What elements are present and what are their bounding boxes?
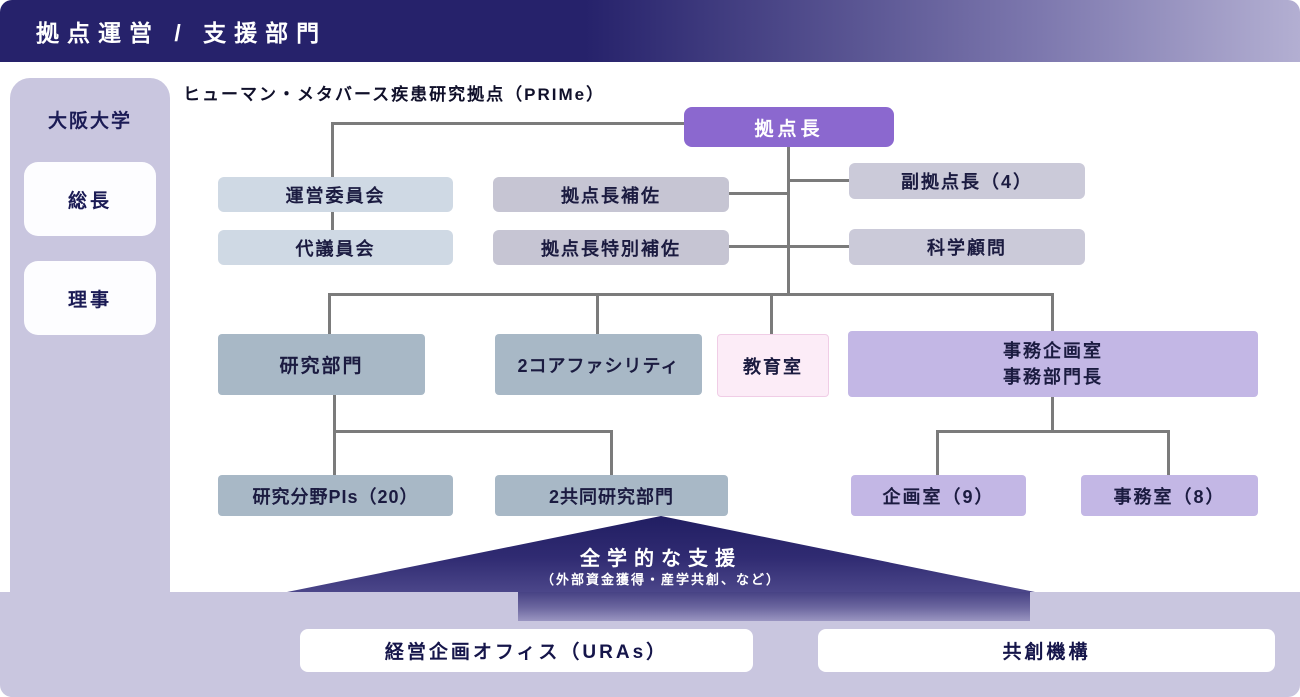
sidebar-item-label: 総長	[67, 190, 112, 212]
node-label: 科学顧問	[927, 238, 1007, 258]
connector-line	[333, 122, 684, 125]
chart-title: ヒューマン・メタバース疾患研究拠点（PRIMe）	[183, 85, 606, 104]
support-arrow-title: 全学的な支援	[580, 548, 742, 570]
node-label: 2共同研究部門	[548, 486, 674, 507]
bottom-item-ura-office: 経営企画オフィス（URAs）	[300, 629, 753, 672]
connector-line	[729, 192, 789, 195]
support-arrow: 全学的な支援 （外部資金獲得・産学共創、など）	[287, 516, 1035, 592]
connector-line	[1051, 397, 1054, 433]
node-label: 運営委員会	[285, 185, 386, 206]
connector-line	[1167, 430, 1170, 475]
page-title: 拠点運営 / 支援部門	[36, 20, 328, 46]
node-label: 代議員会	[295, 238, 376, 259]
node-vice-director: 副拠点長（4）	[849, 163, 1085, 199]
node-label-line1: 事務企画室	[1003, 340, 1103, 361]
node-label-line2: 事務部門長	[1003, 367, 1103, 387]
node-education-office: 教育室	[717, 334, 829, 397]
connector-line	[333, 430, 613, 433]
node-label: 2コアファシリティ	[517, 355, 680, 376]
node-joint-research: 2共同研究部門	[495, 475, 728, 516]
connector-line	[328, 293, 1054, 296]
node-research-division: 研究部門	[218, 334, 425, 395]
support-arrow-shaft	[518, 592, 1030, 621]
bottom-item-cocreation: 共創機構	[818, 629, 1275, 672]
node-steering-committee: 運営委員会	[218, 177, 453, 212]
connector-line	[936, 430, 939, 475]
node-research-pis: 研究分野PIs（20）	[218, 475, 453, 516]
node-core-facility: 2コアファシリティ	[495, 334, 702, 395]
connector-line	[729, 245, 849, 248]
connector-line	[333, 395, 336, 475]
node-label: 研究分野PIs（20）	[252, 486, 419, 507]
sidebar-item-trustee: 理事	[24, 261, 156, 335]
node-director: 拠点長	[684, 107, 894, 147]
bottom-item-label: 経営企画オフィス（URAs）	[384, 642, 669, 663]
connector-line	[610, 430, 613, 475]
sidebar-org-label: 大阪大学	[47, 111, 132, 132]
sidebar: 大阪大学 総長 理事	[10, 78, 170, 697]
node-admin-office: 事務室（8）	[1081, 475, 1258, 516]
bottom-item-label: 共創機構	[1002, 642, 1091, 663]
node-director-special-assistant: 拠点長特別補佐	[493, 230, 729, 265]
connector-line	[787, 147, 790, 296]
node-science-advisor: 科学顧問	[849, 229, 1085, 265]
node-label: 拠点長補佐	[561, 185, 661, 206]
connector-line	[328, 293, 331, 334]
sidebar-item-president: 総長	[24, 162, 156, 236]
node-label: 教育室	[743, 356, 803, 377]
node-label: 副拠点長（4）	[900, 172, 1033, 192]
connector-line	[596, 293, 599, 334]
node-label: 研究部門	[279, 356, 364, 377]
sidebar-item-label: 理事	[67, 289, 112, 311]
node-label: 企画室（9）	[882, 486, 995, 507]
node-label: 拠点長	[754, 118, 824, 140]
node-label: 拠点長特別補佐	[541, 238, 681, 259]
header-bar: 拠点運営 / 支援部門	[0, 0, 1300, 62]
node-admin-planning-office: 事務企画室 事務部門長	[848, 331, 1258, 397]
connector-line	[936, 430, 1170, 433]
support-arrow-subtitle: （外部資金獲得・産学共創、など）	[540, 572, 781, 587]
connector-line	[789, 179, 849, 182]
node-label: 事務室（8）	[1113, 486, 1226, 507]
connector-line	[1051, 293, 1054, 331]
node-planning-office: 企画室（9）	[851, 475, 1026, 516]
connector-line	[770, 293, 773, 334]
node-council: 代議員会	[218, 230, 453, 265]
node-director-assistant: 拠点長補佐	[493, 177, 729, 212]
